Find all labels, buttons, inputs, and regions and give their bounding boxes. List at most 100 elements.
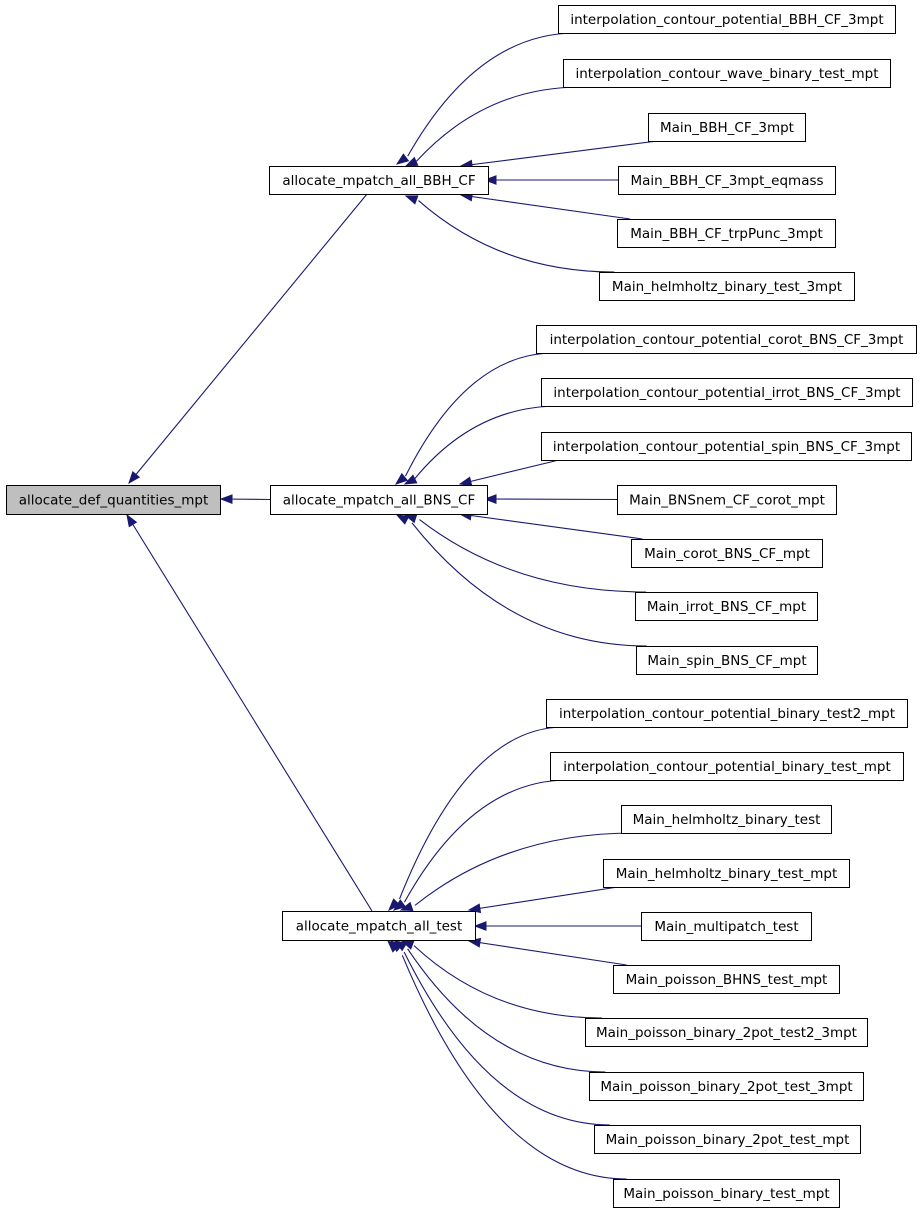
caller-node-2-9-label: Main_poisson_binary_test_mpt (623, 1186, 829, 1202)
caller-node-2-9[interactable]: Main_poisson_binary_test_mpt (613, 1179, 840, 1208)
edge-group-0-from-caller-2 (460, 140, 658, 167)
edge-group-2-from-caller-8 (403, 951, 610, 1126)
caller-node-0-1[interactable]: interpolation_contour_wave_binary_test_m… (563, 59, 891, 88)
edge-group-2-from-caller-9-arrowhead (387, 940, 400, 953)
caller-node-1-2[interactable]: interpolation_contour_potential_spin_BNS… (541, 432, 912, 461)
caller-node-2-3[interactable]: Main_helmholtz_binary_test_mpt (603, 859, 850, 888)
group-node-0[interactable]: allocate_mpatch_all_BBH_CF (269, 166, 489, 195)
edge-group-2-from-caller-6 (413, 945, 602, 1019)
edge-group-1-from-caller-1 (413, 405, 560, 480)
caller-node-2-4[interactable]: Main_multipatch_test (641, 912, 812, 941)
caller-node-2-2-box (621, 805, 832, 834)
caller-node-0-5-box (599, 272, 855, 301)
edge-group-1-from-caller-3-arrowhead (483, 494, 497, 504)
caller-node-0-1-box (563, 59, 891, 88)
group-node-2[interactable]: allocate_mpatch_all_test (282, 911, 476, 941)
caller-node-1-1[interactable]: interpolation_contour_potential_irrot_BN… (541, 378, 913, 407)
caller-node-0-5[interactable]: Main_helmholtz_binary_test_3mpt (599, 272, 855, 301)
caller-node-0-5-label: Main_helmholtz_binary_test_3mpt (612, 279, 842, 295)
caller-node-2-1[interactable]: interpolation_contour_potential_binary_t… (550, 752, 904, 781)
caller-node-2-3-label: Main_helmholtz_binary_test_mpt (616, 866, 838, 882)
edge-group-1-from-caller-1-arrowhead (403, 474, 418, 485)
caller-node-1-0-box (536, 325, 917, 354)
edge-group-1-from-caller-0-arrowhead (394, 472, 408, 485)
caller-node-1-0-label: interpolation_contour_potential_corot_BN… (550, 332, 904, 348)
caller-node-0-2-label: Main_BBH_CF_3mpt (660, 120, 794, 136)
group-node-0-box (269, 166, 489, 195)
caller-node-2-4-box (641, 912, 812, 941)
nodes-layer: allocate_def_quantities_mpt allocate_mpat… (6, 5, 917, 1208)
caller-node-1-3-label: Main_BNSnem_CF_corot_mpt (629, 493, 825, 509)
caller-node-1-4[interactable]: Main_corot_BNS_CF_mpt (631, 539, 823, 568)
caller-node-1-1-box (541, 378, 913, 407)
caller-node-2-6-label: Main_poisson_binary_2pot_test2_3mpt (596, 1025, 857, 1041)
caller-node-1-4-box (631, 539, 823, 568)
caller-node-0-1-label: interpolation_contour_wave_binary_test_m… (575, 66, 878, 82)
caller-node-2-7-box (589, 1072, 864, 1101)
caller-node-1-1-label: interpolation_contour_potential_irrot_BN… (553, 385, 900, 401)
caller-node-2-9-box (613, 1179, 840, 1208)
edge-group-2-from-caller-4-arrowhead (473, 921, 487, 931)
edge-group-1-from-caller-6 (411, 522, 647, 647)
caller-node-2-8[interactable]: Main_poisson_binary_2pot_test_mpt (594, 1125, 861, 1154)
edge-root-from-group-2 (126, 514, 373, 912)
caller-node-2-0[interactable]: interpolation_contour_potential_binary_t… (546, 699, 908, 728)
group-node-0-label: allocate_mpatch_all_BBH_CF (282, 173, 475, 189)
caller-node-0-0-box (558, 5, 896, 34)
group-node-1[interactable]: allocate_mpatch_all_BNS_CF (270, 485, 488, 515)
caller-node-2-7-label: Main_poisson_binary_2pot_test_3mpt (600, 1079, 852, 1095)
edge-group-2-from-caller-7 (407, 948, 606, 1073)
caller-node-2-5[interactable]: Main_poisson_BHNS_test_mpt (613, 965, 840, 994)
caller-node-2-6[interactable]: Main_poisson_binary_2pot_test2_3mpt (585, 1018, 868, 1047)
edge-group-0-from-caller-4 (460, 194, 631, 220)
caller-node-2-8-label: Main_poisson_binary_2pot_test_mpt (606, 1132, 850, 1148)
caller-node-2-3-box (603, 859, 850, 888)
caller-node-0-3[interactable]: Main_BBH_CF_3mpt_eqmass (618, 166, 836, 195)
edge-root-from-group-0 (128, 193, 368, 484)
caller-node-0-4-label: Main_BBH_CF_trpPunc_3mpt (630, 226, 823, 242)
caller-node-1-5[interactable]: Main_irrot_BNS_CF_mpt (635, 592, 818, 621)
caller-node-2-1-label: interpolation_contour_potential_binary_t… (563, 759, 891, 775)
edge-group-1-from-caller-0 (404, 352, 555, 477)
caller-node-1-3-box (617, 485, 837, 515)
root-node-label: allocate_def_quantities_mpt (19, 493, 209, 509)
edge-group-1-from-caller-4 (459, 513, 643, 540)
caller-node-0-3-box (618, 166, 836, 195)
caller-node-2-2[interactable]: Main_helmholtz_binary_test (621, 805, 832, 834)
caller-node-0-4-box (617, 219, 836, 248)
edge-group-2-from-caller-9 (401, 955, 627, 1180)
edge-group-2-from-caller-0 (398, 726, 565, 900)
edge-group-0-from-caller-1-arrowhead (404, 156, 419, 167)
edge-group-2-from-caller-5 (468, 940, 627, 966)
caller-node-1-0[interactable]: interpolation_contour_potential_corot_BN… (536, 325, 917, 354)
root-node-box (6, 485, 221, 515)
caller-node-0-3-label: Main_BBH_CF_3mpt_eqmass (630, 173, 823, 189)
root-node[interactable]: allocate_def_quantities_mpt (6, 485, 221, 515)
caller-node-0-4[interactable]: Main_BBH_CF_trpPunc_3mpt (617, 219, 836, 248)
caller-node-1-3[interactable]: Main_BNSnem_CF_corot_mpt (617, 485, 837, 515)
group-node-1-box (270, 485, 488, 515)
edge-group-1-from-caller-2 (459, 459, 560, 485)
caller-node-0-0[interactable]: interpolation_contour_potential_BBH_CF_3… (558, 5, 896, 34)
edge-group-1-from-caller-6-arrowhead (395, 514, 410, 525)
caller-node-1-6-box (636, 646, 818, 675)
caller-node-0-2[interactable]: Main_BBH_CF_3mpt (648, 113, 806, 142)
caller-node-1-6[interactable]: Main_spin_BNS_CF_mpt (636, 646, 818, 675)
group-node-2-label: allocate_mpatch_all_test (296, 919, 463, 935)
edge-group-1-from-caller-2-arrowhead (458, 476, 473, 487)
edge-root-from-group-2-arrowhead (126, 513, 138, 528)
edge-group-0-from-caller-5 (418, 200, 615, 273)
edge-group-2-from-caller-0-arrowhead (388, 898, 401, 912)
edge-group-1-from-caller-5 (419, 519, 646, 593)
caller-node-2-6-box (585, 1018, 868, 1047)
caller-node-1-4-label: Main_corot_BNS_CF_mpt (644, 546, 810, 562)
edge-root-from-group-1-arrowhead (219, 494, 233, 505)
caller-node-2-1-box (550, 752, 904, 781)
caller-node-2-8-box (594, 1125, 861, 1154)
edge-group-0-from-caller-0-arrowhead (395, 153, 410, 165)
caller-node-2-7[interactable]: Main_poisson_binary_2pot_test_3mpt (589, 1072, 864, 1101)
edge-group-0-from-caller-0 (407, 32, 577, 157)
caller-node-2-0-box (546, 699, 908, 728)
edge-group-2-from-caller-2-arrowhead (399, 901, 414, 912)
group-node-2-box (282, 911, 476, 941)
